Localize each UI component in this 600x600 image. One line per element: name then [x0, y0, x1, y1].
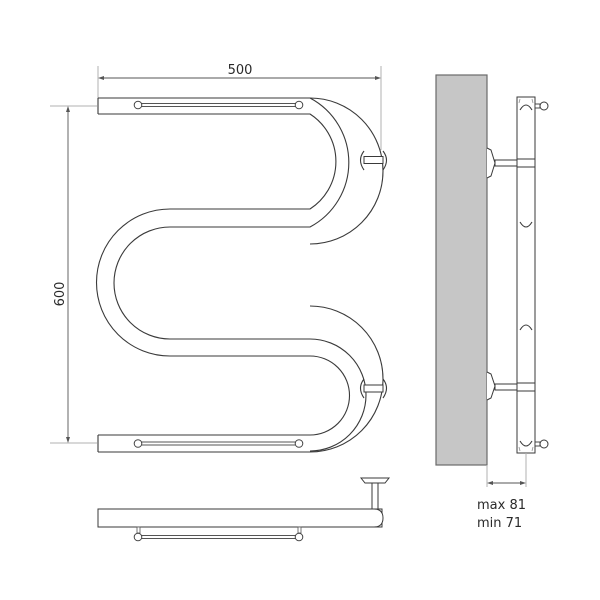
tube-outer-outline-2 — [96, 113, 351, 436]
bottom-rail — [133, 439, 304, 448]
upper-valve — [534, 101, 549, 111]
height-label: 600 — [53, 282, 68, 307]
top-rail — [133, 100, 304, 110]
side-view: max 81 min 71 — [435, 74, 549, 531]
top-view-mount-flange — [359, 477, 391, 484]
top-view-mount-post — [371, 482, 379, 510]
top-view-rail — [137, 535, 300, 539]
top-view — [97, 477, 391, 542]
lower-wall-mount — [359, 378, 388, 399]
height-dimension: 600 — [50, 105, 97, 444]
width-dimension: 500 — [97, 63, 382, 150]
lower-valve — [534, 439, 549, 449]
wall-offset-dimension: max 81 min 71 — [477, 453, 527, 531]
side-upper-bracket — [486, 147, 536, 179]
wall — [435, 74, 488, 466]
front-view: 500 600 — [50, 63, 388, 453]
wall-offset-max-label: max 81 — [477, 498, 526, 513]
side-lower-bracket — [486, 371, 536, 401]
side-view-tube — [516, 96, 536, 454]
tube-top-band — [309, 97, 384, 245]
wall-offset-min-label: min 71 — [477, 516, 522, 531]
upper-wall-mount — [359, 150, 388, 171]
width-label: 500 — [228, 63, 253, 78]
top-view-tube — [97, 508, 383, 528]
tube-outer-outline — [98, 97, 367, 452]
